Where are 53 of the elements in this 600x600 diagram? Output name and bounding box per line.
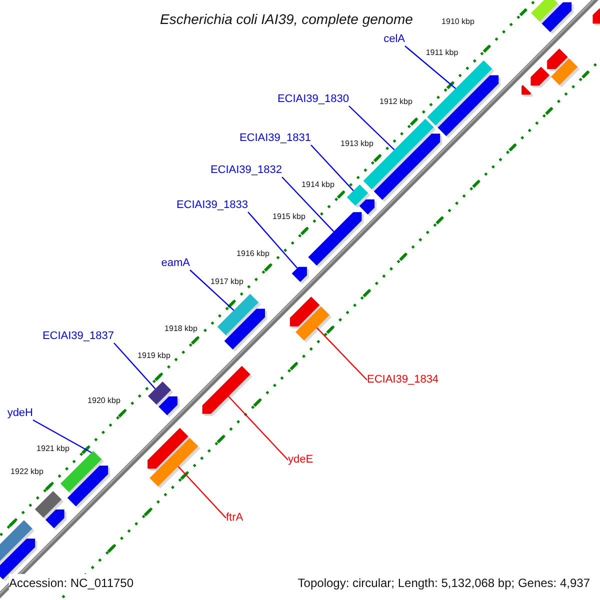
gene-block (292, 266, 310, 284)
gene-block (308, 212, 364, 268)
gene-block (522, 84, 534, 97)
gene-label: celA (384, 33, 405, 46)
leader-line (228, 396, 288, 460)
kbp-tick-label: 1919 kbp (136, 351, 172, 361)
leader-line (114, 342, 156, 390)
title: Escherichia coli IAI39, complete genome (160, 10, 413, 29)
gene-label: eamA (161, 257, 190, 270)
leader-line (348, 106, 395, 150)
gene-block (530, 66, 552, 88)
kbp-tick-label: 1915 kbp (272, 212, 306, 222)
gene-label: ECIAI39_1833 (176, 199, 248, 212)
kbp-tick-label: 1912 kbp (378, 97, 414, 107)
leader-line (316, 327, 368, 380)
gene-block (438, 75, 501, 138)
gene-block (150, 438, 200, 489)
gene-block (359, 199, 377, 217)
kbp-tick-label: 1921 kbp (36, 444, 70, 454)
leader-line (310, 144, 354, 192)
kbp-tick-label: 1922 kbp (10, 467, 44, 477)
leader-line (404, 46, 456, 89)
leader-line (178, 466, 226, 518)
kbp-tick-label: 1913 kbp (340, 139, 374, 149)
gene-block (45, 509, 66, 530)
kbp-tick-label: 1916 kbp (236, 249, 270, 259)
gene-block (67, 466, 110, 509)
gene-label: ECIAI39_1834 (367, 374, 439, 386)
gene-block (296, 306, 332, 343)
kbp-tick-label: 1920 kbp (86, 396, 122, 406)
gene-label: ECIAI39_1837 (42, 330, 114, 343)
kbp-tick-label: 1910 kbp (440, 17, 476, 27)
leader-line (248, 212, 298, 268)
gene-block (224, 308, 268, 352)
kbp-tick-label: 1911 kbp (424, 48, 460, 58)
gene-label: ydeH (7, 407, 33, 420)
gene-label: ECIAI39_1832 (210, 164, 282, 177)
leader-line (282, 176, 334, 232)
leader-line (32, 419, 92, 454)
leader-line (190, 270, 234, 311)
gene-block (202, 366, 252, 416)
gene-block (158, 396, 180, 418)
gene-label: ECIAI39_1830 (277, 93, 349, 106)
accession-text: Accession: NC_011750 (9, 574, 134, 592)
kbp-tick-label: 1914 kbp (300, 180, 336, 190)
gene-block (374, 134, 442, 202)
gene-label: ydeE (288, 454, 314, 466)
gene-label: ECIAI39_1831 (239, 132, 311, 145)
gene-block (542, 2, 574, 34)
kbp-tick-label: 1918 kbp (164, 324, 198, 334)
gene-block (592, 8, 600, 26)
gene-label: ftrA (226, 512, 244, 524)
kbp-tick-label: 1917 kbp (210, 277, 244, 287)
